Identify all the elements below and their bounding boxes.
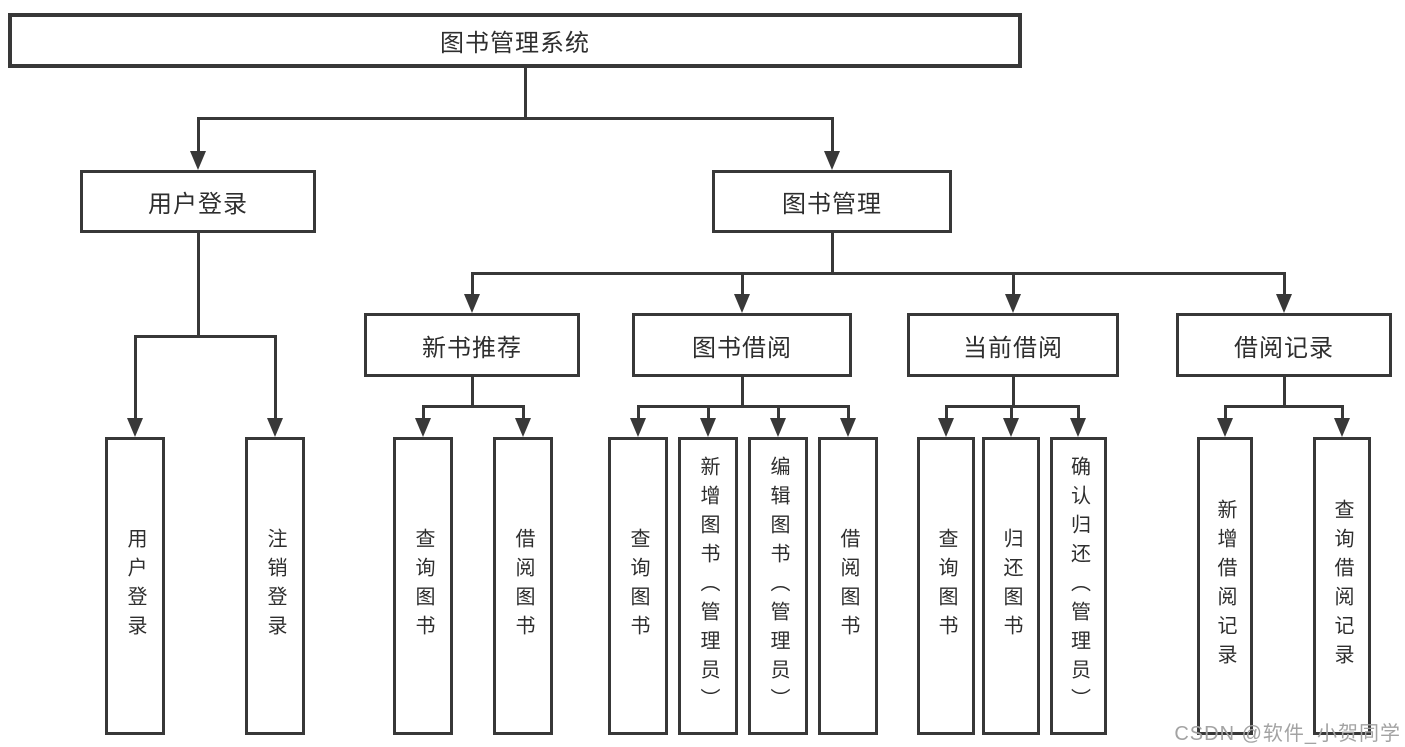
node-label: 当前借阅 [963,334,1063,362]
connector-line [637,405,640,419]
connector-line [471,272,474,295]
connector-line [777,405,780,419]
arrow-down [267,418,283,437]
arrow-down [1070,418,1086,437]
leaf-search-books-borrowing: 查询图书 [608,437,668,735]
connector-line [1341,405,1344,419]
connector-line [524,68,527,117]
arrow-down [1005,294,1021,313]
arrow-down [770,418,786,437]
connector-line [197,117,200,152]
connector-line [1224,405,1344,408]
arrow-down [938,418,954,437]
connector-line [471,272,1285,275]
connector-line [741,377,744,405]
leaf-search-books-current: 查询图书 [917,437,975,735]
connector-line [134,335,276,338]
node-user-login: 用户登录 [80,170,316,233]
node-new-book-recommendation: 新书推荐 [364,313,580,377]
arrow-down [700,418,716,437]
node-label: 图书管理 [782,191,882,218]
connector-line [637,405,850,408]
node-label: 注销登录 [264,528,286,644]
arrow-down [840,418,856,437]
node-book-management: 图书管理 [712,170,952,233]
connector-line [1283,272,1286,295]
connector-line [422,405,425,419]
connector-line [1283,377,1286,405]
leaf-borrow-books-borrowing: 借阅图书 [818,437,878,735]
leaf-return-books: 归还图书 [982,437,1040,735]
connector-line [522,405,525,419]
connector-line [1077,405,1080,419]
connector-line [197,233,200,335]
arrow-down [824,151,840,170]
leaf-search-books-recommend: 查询图书 [393,437,453,735]
leaf-logout: 注销登录 [245,437,305,735]
connector-line [741,272,744,295]
connector-line [197,117,834,120]
connector-line [831,233,834,272]
arrow-down [630,418,646,437]
arrow-down [1276,294,1292,313]
node-label: 查询借阅记录 [1331,499,1353,673]
connector-line [945,405,948,419]
node-label: 归还图书 [1000,528,1022,644]
arrow-down [1217,418,1233,437]
node-current-borrowing: 当前借阅 [907,313,1119,377]
node-label: 确认归还（管理员） [1067,455,1090,717]
node-borrowing-records: 借阅记录 [1176,313,1392,377]
connector-line [422,405,525,408]
leaf-add-borrow-record: 新增借阅记录 [1197,437,1253,735]
node-label: 用户登录 [148,191,248,218]
leaf-borrow-books-recommend: 借阅图书 [493,437,553,735]
node-label: 新增借阅记录 [1214,499,1236,673]
node-label: 新书推荐 [422,334,522,362]
arrow-down [1334,418,1350,437]
node-book-borrowing: 图书借阅 [632,313,852,377]
arrow-down [464,294,480,313]
connector-line [1010,405,1013,419]
node-label: 借阅记录 [1234,334,1334,362]
node-label: 用户登录 [124,528,146,644]
leaf-edit-book-admin: 编辑图书（管理员） [748,437,808,735]
leaf-search-borrow-record: 查询借阅记录 [1313,437,1371,735]
connector-line [1012,377,1015,405]
arrow-down [1003,418,1019,437]
node-label: 图书借阅 [692,334,792,362]
leaf-add-book-admin: 新增图书（管理员） [678,437,738,735]
connector-line [274,335,277,419]
node-label: 查询图书 [412,528,434,644]
node-label: 查询图书 [935,528,957,644]
leaf-confirm-return-admin: 确认归还（管理员） [1050,437,1107,735]
node-label: 新增图书（管理员） [697,455,719,717]
connector-line [831,117,834,152]
connector-line [1012,272,1015,295]
watermark: CSDN @软件_小贺同学 [1174,723,1401,745]
arrow-down [415,418,431,437]
leaf-user-login: 用户登录 [105,437,165,735]
connector-line [134,335,137,419]
arrow-down [127,418,143,437]
connector-line [707,405,710,419]
node-label: 查询图书 [627,528,649,644]
node-label: 编辑图书（管理员） [767,455,789,717]
node-label: 借阅图书 [512,528,534,644]
arrow-down [515,418,531,437]
connector-line [1224,405,1227,419]
connector-line [471,377,474,405]
arrow-down [734,294,750,313]
node-library-management-system: 图书管理系统 [8,13,1022,68]
node-label: 借阅图书 [837,528,859,644]
connector-line [847,405,850,419]
node-label: 图书管理系统 [440,30,590,57]
arrow-down [190,151,206,170]
